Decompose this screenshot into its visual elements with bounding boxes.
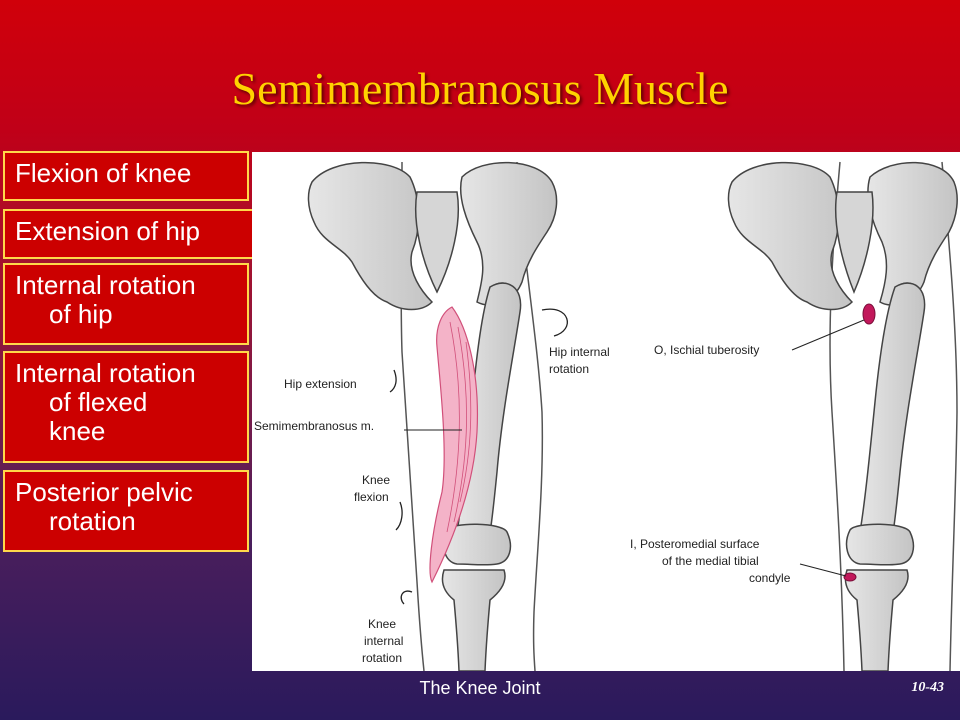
hip-rotation-arrow [541,308,568,337]
action-text: Flexion of knee [15,158,192,188]
label-knee-rot-2: internal [364,634,403,648]
muscle-fibers [446,321,472,533]
left-leg-figure: Hip extension Semimembranosus m. Knee fl… [254,161,610,672]
anatomy-svg: Hip extension Semimembranosus m. Knee fl… [254,161,958,672]
tibia [441,569,506,672]
pelvis-left [307,161,434,311]
origin-marker [862,303,876,325]
label-insertion-3: condyle [749,571,791,585]
sacrum [414,191,460,294]
action-text: Internal rotation [15,270,196,300]
label-knee-rot-1: Knee [368,617,396,631]
semimembranosus-muscle [429,306,479,584]
label-insertion-1: I, Posteromedial surface [630,537,760,551]
action-text-cont2: knee [49,416,106,446]
tibia-2 [844,569,909,672]
leader-insertion [799,563,847,577]
pelvis-right [459,161,558,306]
hip-extension-arrow [389,369,397,393]
action-text-cont: of hip [49,299,113,329]
action-text-cont: of flexed [49,387,148,417]
action-text-cont: rotation [49,506,136,536]
label-hip-internal: Hip internal [549,345,610,359]
page-number: 10-43 [911,680,944,695]
slide-footer: The Knee Joint [419,678,541,698]
femoral-condyles-2 [845,523,915,566]
label-insertion-2: of the medial tibial [662,554,759,568]
label-flexion: flexion [354,490,389,504]
body-outline-right-2 [941,161,958,672]
pelvis-left-2 [727,161,854,311]
label-knee: Knee [362,473,390,487]
femoral-condyles [442,523,512,566]
label-knee-rot-3: rotation [362,651,402,665]
pelvis-right-2 [867,161,958,306]
action-text: Extension of hip [15,216,201,246]
knee-flexion-arrow [395,501,403,531]
femur-2 [859,282,926,533]
label-origin: O, Ischial tuberosity [654,343,759,357]
right-leg-figure: O, Ischial tuberosity I, Posteromedial s… [630,161,958,672]
action-text: Posterior pelvic [15,477,193,507]
action-box-knee-flexion: Flexion of knee [3,151,249,201]
knee-rotation-arrow [400,590,413,605]
label-hip-rotation: rotation [549,362,589,376]
action-box-knee-internal-rotation: Internal rotation of flexed knee [3,351,249,463]
action-box-hip-extension: Extension of hip [3,209,259,259]
action-box-posterior-pelvic-rotation: Posterior pelvic rotation [3,470,249,552]
anatomy-illustration: Hip extension Semimembranosus m. Knee fl… [252,152,960,672]
label-semimembranosus: Semimembranosus m. [254,419,374,433]
label-hip-extension: Hip extension [284,377,357,391]
sacrum-2 [834,191,874,294]
action-text: Internal rotation [15,358,196,388]
leader-origin [791,319,865,351]
action-box-hip-internal-rotation: Internal rotation of hip [3,263,249,345]
insertion-marker [843,572,857,582]
slide-title: Semimembranosus Muscle [231,63,729,114]
